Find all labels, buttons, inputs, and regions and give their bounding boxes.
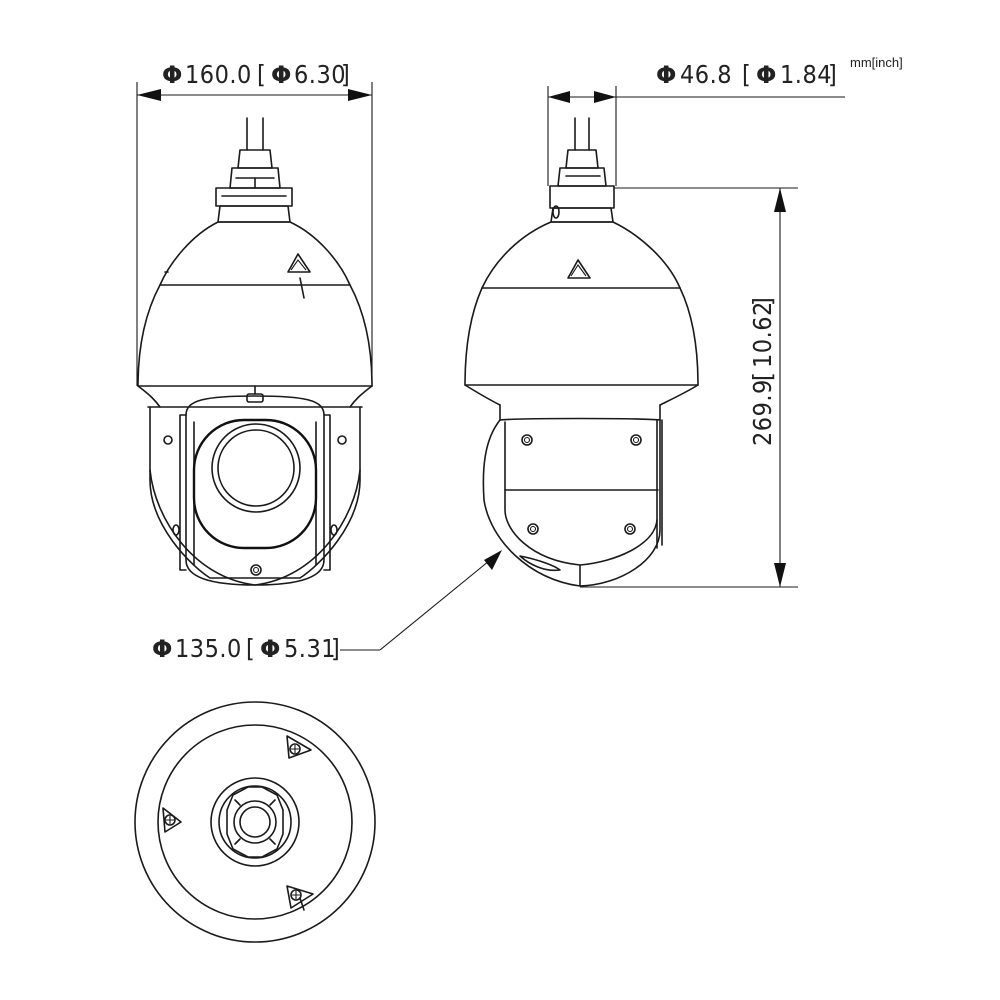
front-view [137, 117, 373, 586]
svg-text:]: ] [748, 297, 777, 306]
mount-diameter-inch: 1.84 [780, 60, 832, 89]
dim-base-diameter: Φ 135.0 [ Φ 5.31 ] [152, 550, 502, 663]
svg-text:[: [ [742, 60, 751, 89]
height-mm: 269.9 [748, 379, 777, 446]
top-view [134, 701, 376, 943]
svg-text:[: [ [748, 372, 777, 381]
mount-diameter-phi-inch: Φ [756, 61, 776, 89]
base-diameter-mm: 135.0 [175, 634, 242, 663]
base-diameter-phi: Φ [152, 635, 172, 663]
dome-diameter-inch: 6.30 [294, 60, 346, 89]
units-label: mm[inch] [850, 55, 903, 70]
svg-text:]: ] [341, 60, 350, 89]
dome-diameter-mm: 160.0 [185, 60, 252, 89]
svg-text:[: [ [246, 634, 255, 663]
mount-diameter-mm: 46.8 [680, 60, 732, 89]
dim-dome-diameter: Φ 160.0 [ Φ 6.30 ] [136, 60, 373, 386]
svg-text:]: ] [331, 634, 340, 663]
base-diameter-inch: 5.31 [284, 634, 336, 663]
side-view [464, 117, 699, 587]
dome-diameter-phi-inch: Φ [271, 61, 291, 89]
dome-diameter-phi: Φ [162, 61, 182, 89]
base-diameter-phi-inch: Φ [260, 635, 280, 663]
dim-mount-diameter: Φ 46.8 [ Φ 1.84 ] [547, 60, 845, 186]
mount-diameter-phi: Φ [656, 61, 676, 89]
height-inch: 10.62 [748, 301, 777, 368]
dim-height: 269.9 [ 10.62 ] [580, 187, 798, 588]
svg-text:]: ] [828, 60, 837, 89]
svg-text:[: [ [257, 60, 266, 89]
